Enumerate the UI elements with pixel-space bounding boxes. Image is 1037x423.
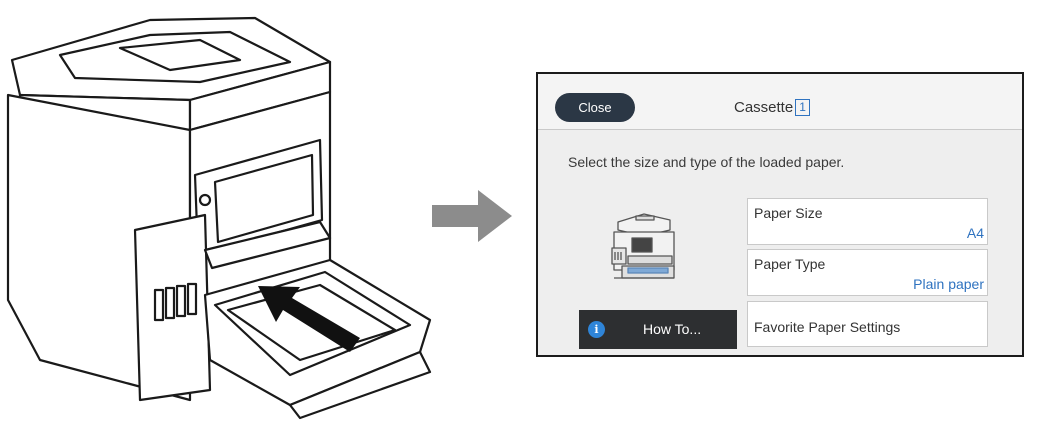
mini-printer-icon bbox=[611, 213, 675, 279]
paper-type-label: Paper Type bbox=[754, 256, 826, 272]
paper-type-value: Plain paper bbox=[913, 276, 984, 292]
flow-arrow-icon bbox=[432, 190, 512, 242]
paper-size-label: Paper Size bbox=[754, 205, 823, 221]
paper-size-setting[interactable]: Paper Size A4 bbox=[747, 198, 988, 245]
how-to-label: How To... bbox=[643, 321, 702, 337]
how-to-button[interactable]: i How To... bbox=[579, 310, 737, 349]
paper-size-value: A4 bbox=[966, 225, 984, 241]
paper-type-setting[interactable]: Paper Type Plain paper bbox=[747, 249, 988, 296]
insert-arrow-icon bbox=[258, 286, 360, 352]
favorite-paper-settings-button[interactable]: Favorite Paper Settings bbox=[747, 301, 988, 347]
cassette-number-badge: 1 bbox=[795, 99, 810, 116]
screen-title-text: Cassette bbox=[734, 99, 794, 116]
favorite-paper-settings-label: Favorite Paper Settings bbox=[754, 319, 901, 335]
info-icon: i bbox=[588, 321, 605, 338]
close-button[interactable]: Close bbox=[555, 93, 635, 122]
printer-illustration bbox=[6, 16, 432, 420]
instruction-text: Select the size and type of the loaded p… bbox=[568, 154, 845, 170]
